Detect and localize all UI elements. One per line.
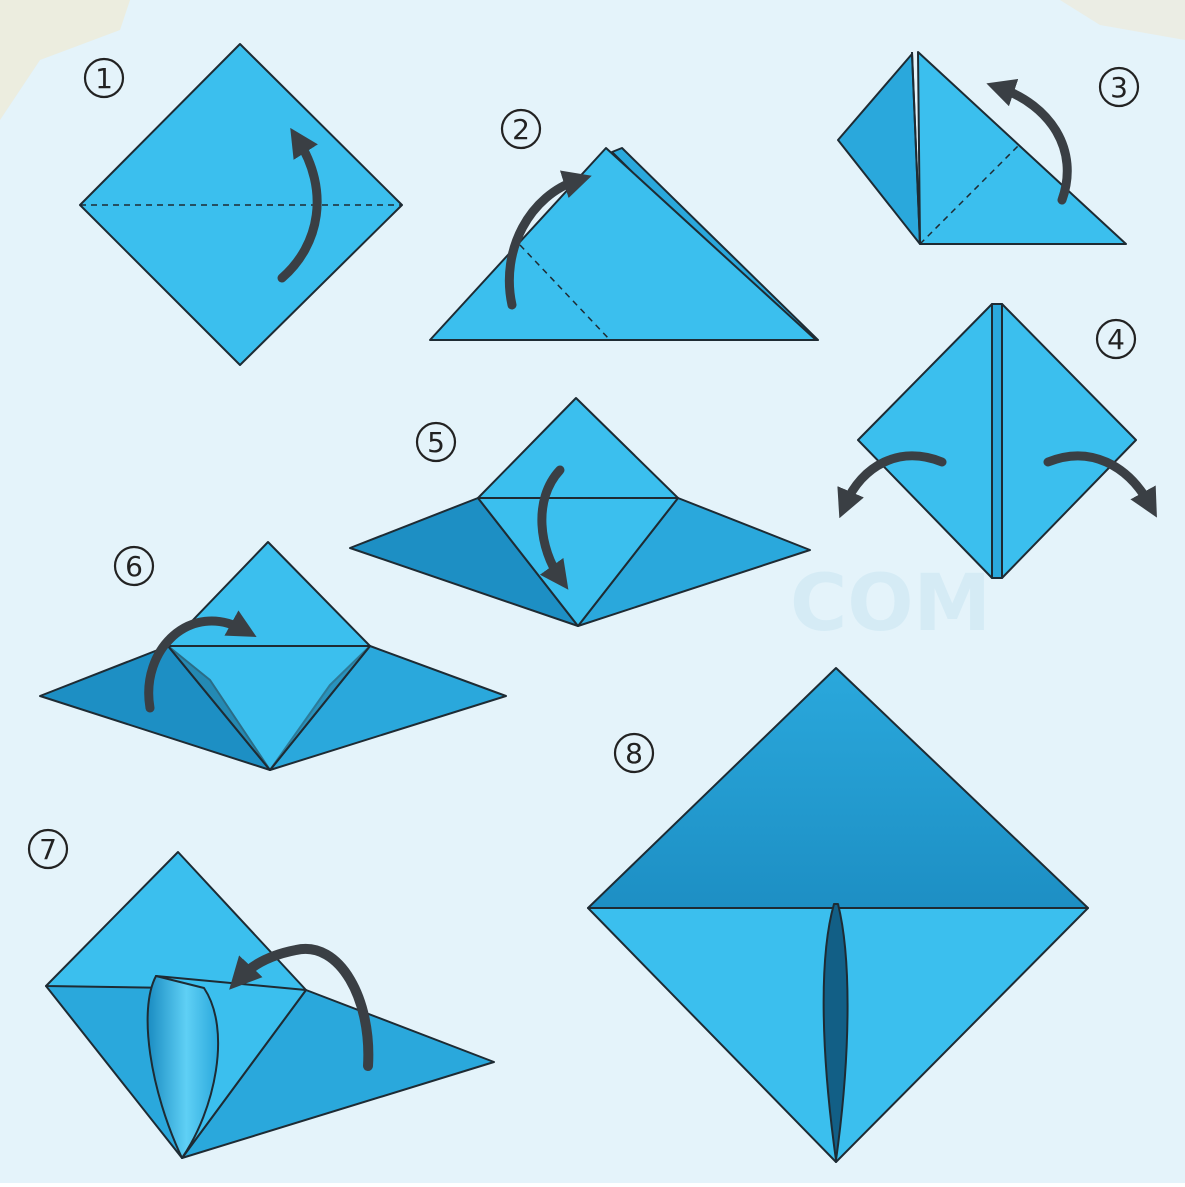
step-number: 1 (95, 62, 113, 95)
step-number: 6 (125, 550, 143, 583)
step-number: 2 (512, 113, 530, 146)
watermark-text: COM (790, 559, 991, 649)
step-number: 4 (1107, 323, 1125, 356)
step-number: 7 (39, 833, 57, 866)
paper-center-edge (992, 304, 1002, 578)
step-number: 3 (1110, 71, 1128, 104)
step-number: 5 (427, 426, 445, 459)
step-number: 8 (625, 737, 643, 770)
